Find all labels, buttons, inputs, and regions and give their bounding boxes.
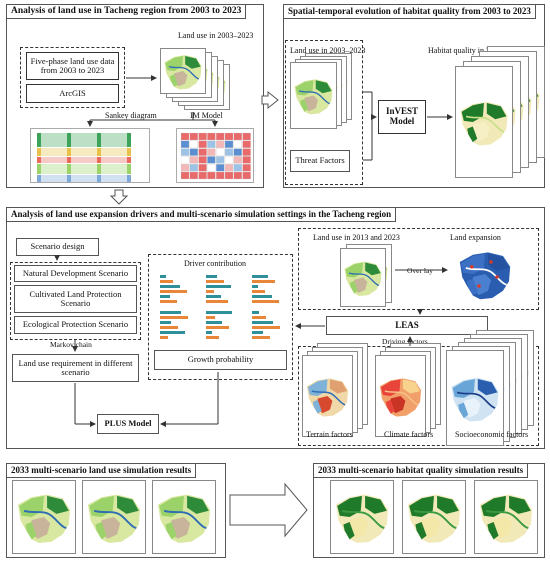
landuse-data-box: Five-phase land use data from 2003 to 20… [26, 52, 119, 80]
map-layer [340, 248, 386, 307]
expansion-map [459, 252, 511, 300]
map-layer [82, 480, 146, 554]
map-layer [12, 480, 76, 554]
habitat-simulation-title: 2033 multi-scenario habitat quality simu… [313, 463, 529, 478]
landuse-map-stack-right [290, 53, 352, 129]
land-expansion-label: Land expansion [450, 233, 501, 242]
natural-development-scenario: Natural Development Scenario [14, 265, 137, 282]
map-layer [160, 48, 206, 94]
scenario-design-box: Scenario design [16, 238, 99, 256]
climate-factors-label: Climate factors [384, 430, 434, 439]
landuse-2013-2023-maps [340, 244, 392, 307]
sim-habitat-map-1 [330, 480, 394, 554]
map-layer [455, 66, 513, 178]
sankey-diagram-label: Sankey diagram [105, 111, 157, 120]
landuse-simulation-title: 2033 multi-scenario land use simulation … [6, 463, 197, 478]
terrain-factors-label: Terrain factors [306, 430, 353, 439]
habitat-map-stack [455, 46, 545, 178]
drivers-simulation-title: Analysis of land use expansion drivers a… [6, 207, 397, 222]
driving-factors-label: Driving factors [382, 337, 428, 346]
habitat-evolution-title: Spatial-temporal evolution of habitat qu… [283, 4, 536, 19]
landuse-2003-2023-label-right: Land use in 2003–2023 [290, 46, 366, 55]
sim-habitat-map-2 [402, 480, 466, 554]
map-layer [152, 480, 216, 554]
map-layer [302, 355, 353, 437]
arcgis-box: ArcGIS [26, 84, 119, 103]
socioeconomic-factors-label: Socioeconomic factors [455, 430, 529, 439]
sim-landuse-map-2 [82, 480, 146, 554]
markov-chain-label: Markov chain [50, 340, 92, 349]
map-layer [402, 480, 466, 554]
map-layer [375, 355, 426, 437]
habitat-quality-label: Habitat quality in 2003–2023 [428, 46, 522, 55]
landuse-2003-2023-label: Land use in 2003–2023 [178, 31, 254, 40]
landuse-map-stack [160, 48, 230, 110]
driver-contribution-label: Driver contribution [184, 259, 246, 268]
land-use-requirement-box: Land use requirement in different scenar… [12, 354, 139, 382]
cultivated-land-protection-scenario: Cultivated Land Protection Scenario [14, 285, 137, 313]
driver-contribution-charts [152, 270, 289, 342]
landuse-2013-2023-label: Land use in 2013 and 2023 [313, 233, 400, 242]
overlay-label: Over lay [407, 266, 434, 275]
sim-landuse-map-3 [152, 480, 216, 554]
threat-factors-box: Threat Factors [290, 150, 350, 172]
invest-model-box: InVEST Model [378, 100, 426, 134]
sim-habitat-map-3 [474, 480, 538, 554]
sankey-diagram-thumbnail [30, 128, 150, 183]
leas-box: LEAS [326, 316, 488, 335]
im-model-matrix-thumbnail [176, 128, 254, 183]
plus-model-box: PLUS Model [97, 414, 159, 434]
climate-factor-maps [375, 343, 441, 437]
land-expansion-map [455, 244, 515, 304]
socioeconomic-factor-maps [446, 330, 534, 446]
terrain-factor-maps [302, 343, 368, 437]
growth-probability-box: Growth probability [154, 350, 287, 370]
im-model-label: IM Model [190, 111, 223, 120]
map-layer [330, 480, 394, 554]
map-layer [446, 350, 504, 446]
landuse-analysis-title: Analysis of land use in Tacheng region f… [6, 4, 247, 19]
sim-landuse-map-1 [12, 480, 76, 554]
map-layer [474, 480, 538, 554]
ecological-protection-scenario: Ecological Protection Scenario [14, 316, 137, 334]
map-layer [290, 62, 337, 129]
bottom-invest-label: InVEST Model [240, 509, 299, 519]
